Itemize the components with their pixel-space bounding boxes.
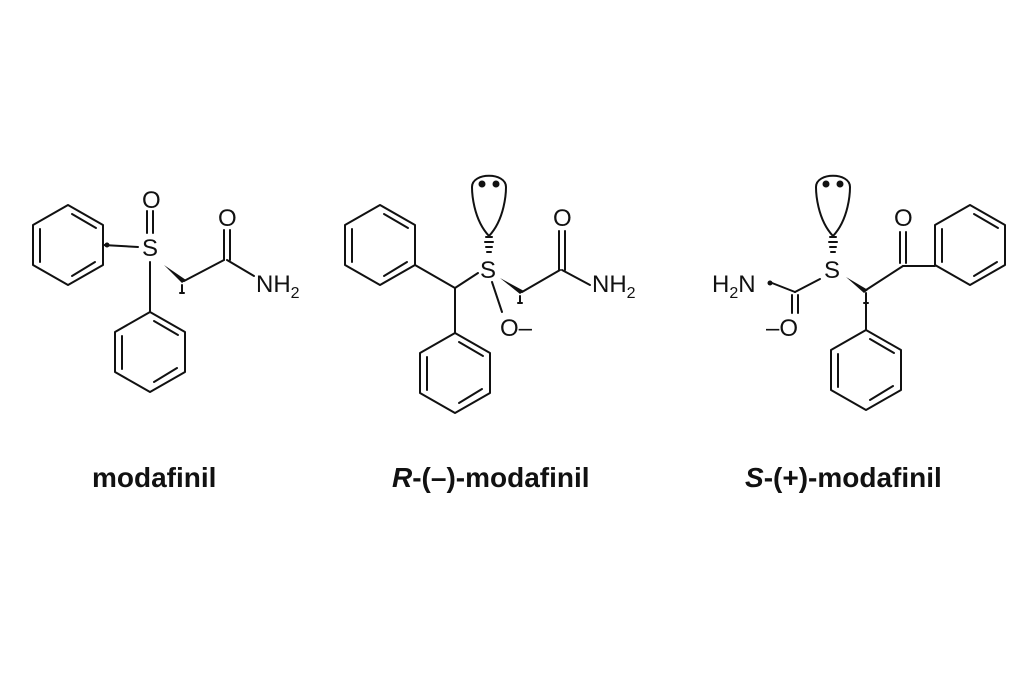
- phenyl-ring-lower: [114, 311, 186, 393]
- caption-modafinil: modafinil: [92, 462, 217, 493]
- phenyl-ring-lower: [419, 332, 491, 414]
- molecule-r-modafinil: S O– O NH2: [344, 174, 636, 414]
- atom-carbonyl-oxygen: O: [553, 205, 572, 232]
- stereo-descriptor: S: [745, 462, 764, 493]
- amide-group: NH2: [592, 271, 636, 302]
- phenyl-ring-lower: [830, 329, 902, 411]
- caption-r-modafinil: R-(–)-modafinil: [392, 462, 590, 493]
- phenyl-ring-upper: [344, 204, 416, 286]
- amide-group: H2N: [712, 271, 756, 302]
- atom-sulfur: S: [824, 257, 840, 284]
- atom-sulfur: S: [480, 257, 496, 284]
- wedge-bond: [164, 265, 186, 283]
- stereo-descriptor: R: [392, 462, 413, 493]
- caption-s-modafinil: S-(+)-modafinil: [745, 462, 942, 493]
- atom-oxide: –O: [766, 315, 798, 342]
- phenyl-ring-left: [32, 204, 104, 286]
- hashed-bond: [828, 236, 838, 253]
- atom-ketone-oxygen: O: [894, 205, 913, 232]
- atom-sulfur: S: [142, 235, 158, 262]
- atom-carbonyl-oxygen: O: [218, 205, 237, 232]
- lone-pair-lobe: [471, 174, 507, 237]
- hashed-bond: [484, 236, 494, 253]
- atom-oxygen-top: O: [142, 187, 161, 214]
- atom-oxide: O–: [500, 315, 533, 342]
- phenyl-ring-right: [934, 204, 1006, 286]
- amide-group: NH2: [256, 271, 300, 302]
- molecule-s-modafinil: H2N S –O O: [712, 174, 1006, 411]
- lone-pair-lobe: [815, 174, 851, 237]
- molecule-modafinil: O S O NH2: [32, 187, 300, 393]
